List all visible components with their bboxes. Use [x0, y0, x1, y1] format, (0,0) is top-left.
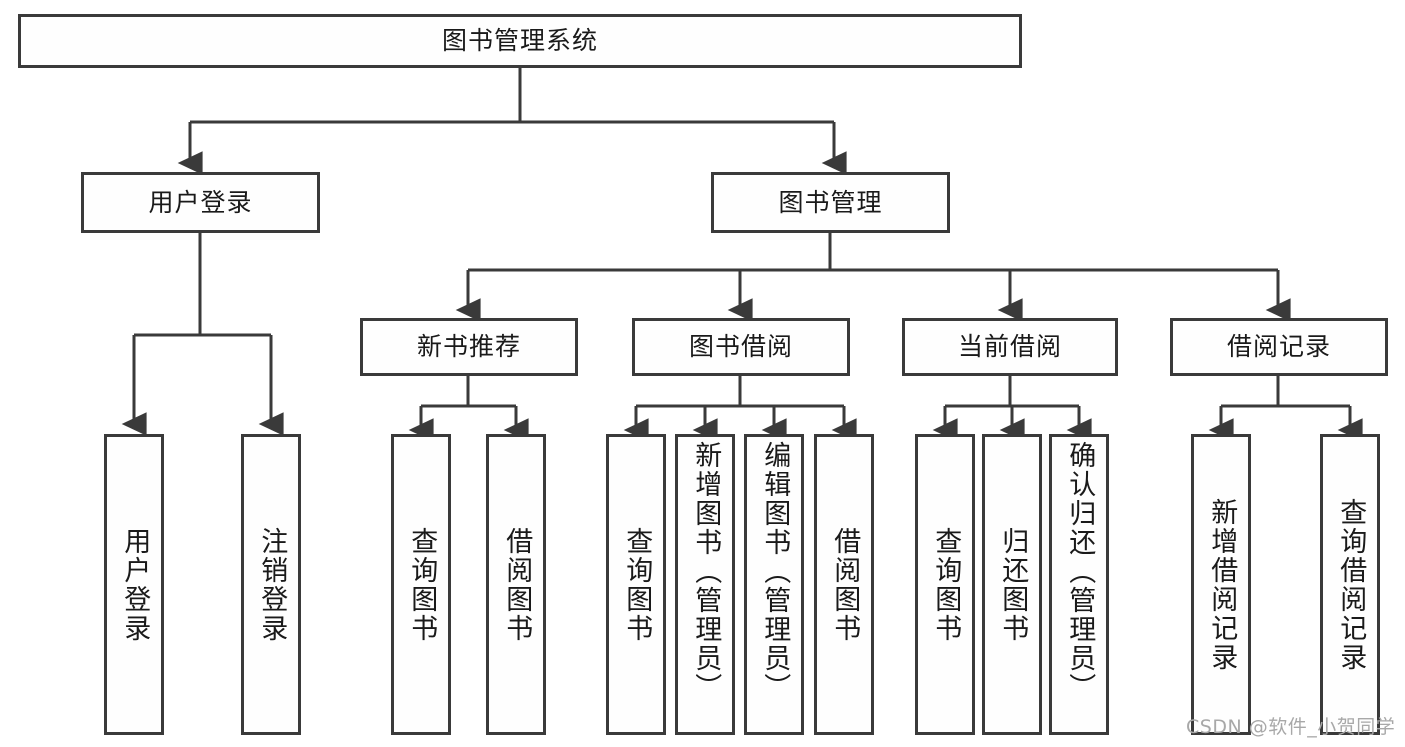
node-label: 借阅图书 — [501, 526, 533, 643]
node-label: 查询借阅记录 — [1335, 497, 1367, 672]
leaf-book-borrow-query-books[interactable]: 查询图书 — [606, 434, 666, 735]
leaf-book-borrow-add-book-admin[interactable]: 新增图书（管理员） — [675, 434, 735, 735]
node-label: 注销登录 — [256, 526, 288, 643]
node-label: 图书管理 — [778, 187, 883, 217]
leaf-user-login-login[interactable]: 用户登录 — [104, 434, 164, 735]
node-label: 借阅图书 — [829, 526, 861, 643]
leaf-user-login-logout[interactable]: 注销登录 — [241, 434, 301, 735]
node-new-book-recommend[interactable]: 新书推荐 — [360, 318, 578, 376]
leaf-current-borrow-return-books[interactable]: 归还图书 — [982, 434, 1042, 735]
node-label: 归还图书 — [997, 526, 1029, 643]
node-current-borrow[interactable]: 当前借阅 — [902, 318, 1118, 376]
node-root-book-management-system[interactable]: 图书管理系统 — [18, 14, 1022, 68]
leaf-current-borrow-confirm-return-admin[interactable]: 确认归还（管理员） — [1049, 434, 1109, 735]
leaf-borrow-record-query-record[interactable]: 查询借阅记录 — [1320, 434, 1380, 735]
node-book-borrow[interactable]: 图书借阅 — [632, 318, 850, 376]
leaf-borrow-record-add-record[interactable]: 新增借阅记录 — [1191, 434, 1251, 735]
leaf-book-borrow-edit-book-admin[interactable]: 编辑图书（管理员） — [744, 434, 804, 735]
leaf-book-borrow-borrow-books[interactable]: 借阅图书 — [814, 434, 874, 735]
node-label: 查询图书 — [621, 526, 653, 643]
leaf-new-book-borrow-books[interactable]: 借阅图书 — [486, 434, 546, 735]
node-label: 借阅记录 — [1226, 332, 1331, 362]
node-label: 用户登录 — [148, 187, 253, 217]
node-label: 新增借阅记录 — [1206, 497, 1238, 672]
node-book-management[interactable]: 图书管理 — [711, 172, 950, 233]
node-label: 确认归还（管理员） — [1064, 441, 1096, 702]
node-label: 图书管理系统 — [441, 26, 598, 56]
node-label: 用户登录 — [119, 526, 151, 643]
node-label: 新书推荐 — [416, 332, 521, 362]
node-user-login[interactable]: 用户登录 — [81, 172, 320, 233]
node-label: 查询图书 — [930, 526, 962, 643]
leaf-current-borrow-query-books[interactable]: 查询图书 — [915, 434, 975, 735]
node-label: 图书借阅 — [688, 332, 793, 362]
leaf-new-book-query-books[interactable]: 查询图书 — [391, 434, 451, 735]
node-label: 查询图书 — [406, 526, 438, 643]
node-label: 编辑图书（管理员） — [759, 441, 791, 702]
node-label: 当前借阅 — [957, 332, 1062, 362]
csdn-watermark: CSDN @软件_小贺同学 — [1186, 716, 1396, 738]
node-label: 新增图书（管理员） — [690, 441, 722, 702]
node-borrow-record[interactable]: 借阅记录 — [1170, 318, 1388, 376]
